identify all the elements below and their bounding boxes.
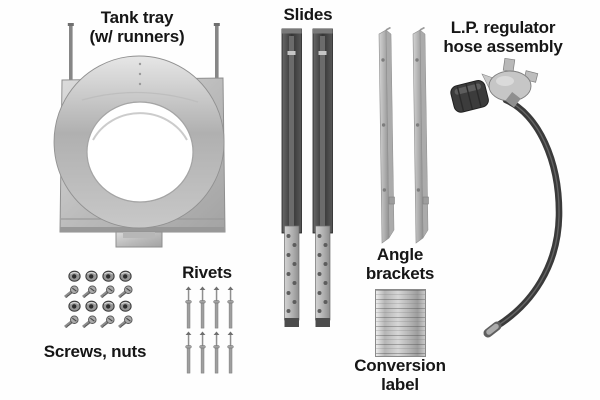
screw — [100, 284, 115, 298]
nut — [119, 270, 132, 282]
tank-tray-illustration — [53, 23, 226, 248]
screws-nuts-illustration — [62, 269, 133, 329]
angle-brackets-illustration — [371, 27, 432, 245]
nut — [68, 300, 81, 312]
screw — [100, 314, 115, 328]
screw — [82, 284, 97, 298]
rivet — [185, 286, 192, 329]
nut — [102, 300, 115, 312]
rivet — [185, 331, 192, 374]
screw — [64, 284, 79, 298]
rivet-row — [183, 331, 236, 375]
conversion-label-illustration — [375, 289, 426, 357]
nut — [85, 300, 98, 312]
tank-tray-label: Tank tray (w/ runners) — [89, 8, 185, 46]
angle-bracket — [412, 27, 429, 244]
slide-rail — [312, 28, 333, 327]
regulator-label: L.P. regulator hose assembly — [443, 18, 563, 56]
regulator-body — [481, 57, 539, 108]
tank-tray-runner-right — [215, 24, 219, 94]
nut-row — [62, 299, 133, 314]
rivets-label: Rivets — [182, 263, 232, 282]
screw — [82, 314, 97, 328]
nut — [68, 270, 81, 282]
conversion-label-label: Conversion label — [354, 356, 446, 394]
angle-brackets-label: Angle brackets — [365, 245, 435, 283]
slides-illustration — [281, 28, 334, 330]
angle-bracket — [378, 27, 395, 244]
rivet-row — [183, 286, 236, 330]
slide-rail — [281, 28, 302, 327]
screw — [64, 314, 79, 328]
nut — [102, 270, 115, 282]
tank-tray-runner-left — [69, 24, 73, 94]
slides-label: Slides — [283, 5, 333, 24]
tank-tray-hole — [86, 101, 194, 203]
rivet — [199, 331, 206, 374]
screws-nuts-label: Screws, nuts — [43, 342, 147, 361]
rivet — [213, 331, 220, 374]
rivet — [213, 286, 220, 329]
screw-row — [62, 284, 133, 299]
rivet — [227, 331, 234, 374]
screw-row — [62, 314, 133, 329]
hose — [493, 96, 563, 330]
screw — [118, 284, 133, 298]
rivets-illustration — [183, 286, 236, 375]
screw — [118, 314, 133, 328]
regulator-knob — [450, 80, 489, 113]
rivet — [199, 286, 206, 329]
rivet — [227, 286, 234, 329]
nut — [119, 300, 132, 312]
regulator-hose-illustration — [450, 57, 563, 338]
nut-row — [62, 269, 133, 284]
nut — [85, 270, 98, 282]
